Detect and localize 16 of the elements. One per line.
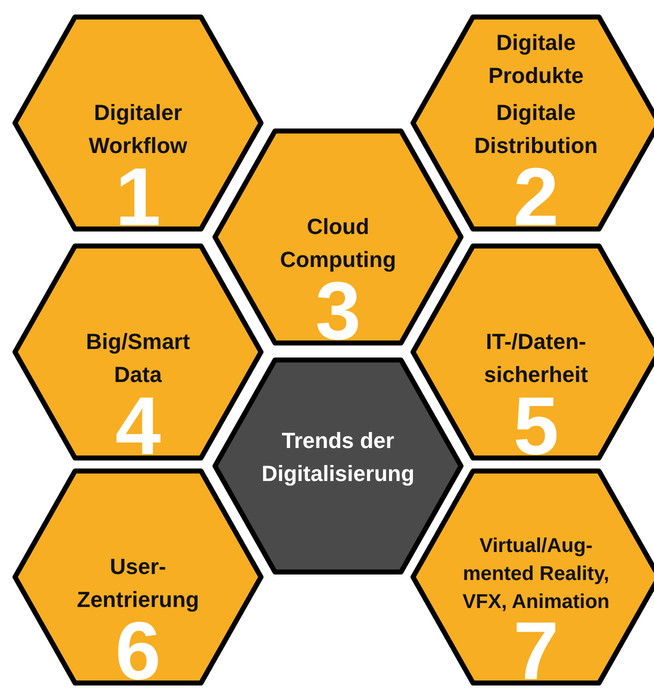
hexagon-label: Digitale Distribution — [473, 99, 599, 160]
hexagon-label: Virtual/Aug- mented Reality, VFX, Animation — [461, 534, 611, 615]
hexagon-number: 5 — [513, 395, 559, 459]
hexagon-number: 6 — [115, 620, 161, 684]
hexagon-label: IT-/Daten- sicherheit — [483, 328, 589, 389]
hexagon-label: Digitale Produkte — [487, 29, 585, 90]
hexagon-label: Trends der Digitalisierung — [260, 427, 416, 488]
hexagon-number: 2 — [513, 166, 559, 230]
hexagon-number: 7 — [513, 620, 559, 684]
hexagon-label: Digitaler Workflow — [88, 99, 188, 160]
hexagon-label: User- Zentrierung — [76, 553, 200, 614]
hexagon-number: 4 — [115, 395, 161, 459]
hexagon-number: 1 — [115, 166, 161, 230]
hexagon-number: 3 — [315, 280, 361, 344]
hexagon-label: Cloud Computing — [278, 213, 398, 274]
hexagon-label: Big/Smart Data — [85, 328, 191, 389]
